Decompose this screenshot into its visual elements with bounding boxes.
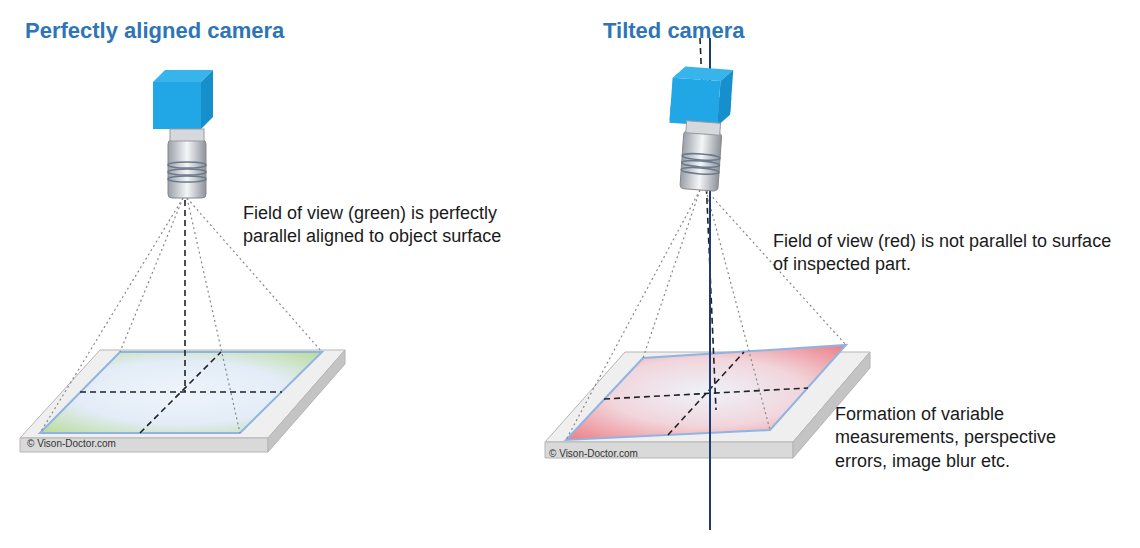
annotation-text: Formation of variable measurements, pers… (835, 403, 1085, 473)
annotation-text: Field of view (green) is perfectly paral… (243, 202, 513, 249)
right-view-cone (566, 190, 846, 440)
annotation-text: Field of view (red) is not parallel to s… (773, 230, 1113, 277)
watermark: © Vison-Doctor.com (27, 437, 116, 450)
left-plate (20, 350, 345, 452)
watermark: © Vison-Doctor.com (549, 447, 638, 460)
panel-title: Tilted camera (603, 17, 744, 46)
red-field (566, 345, 846, 440)
panel-title: Perfectly aligned camera (25, 17, 284, 46)
green-field (40, 352, 322, 433)
right-camera-body (669, 66, 733, 136)
left-camera (153, 70, 213, 198)
